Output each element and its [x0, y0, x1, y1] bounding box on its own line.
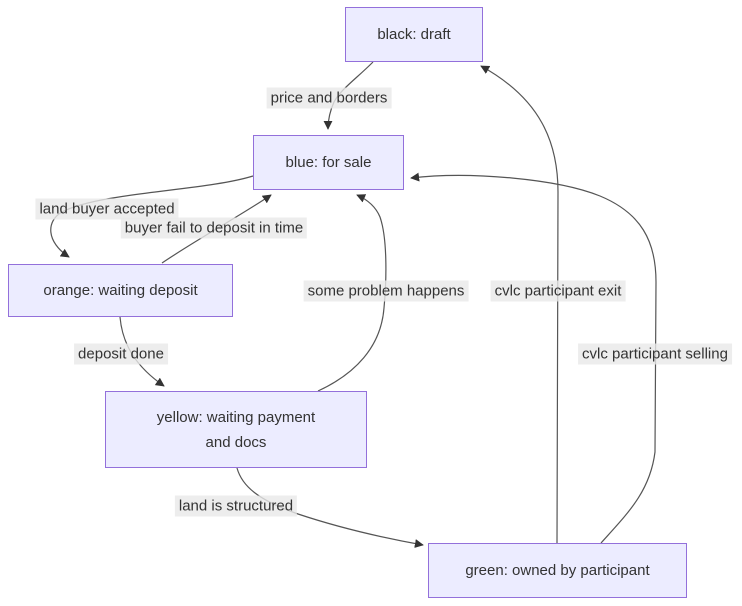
node-orange-waiting-deposit: orange: waiting deposit — [8, 264, 233, 317]
node-green-owned-by-participant-label: green: owned by participant — [465, 562, 650, 579]
node-yellow-waiting-payment-label-line2: and docs — [205, 433, 267, 451]
edge-label-land-is-structured: land is structured — [174, 495, 298, 517]
node-blue-for-sale-label: blue: for sale — [285, 154, 372, 171]
edge-label-price-and-borders: price and borders — [266, 87, 392, 109]
edge-waitingpayment-to-owned — [236, 467, 424, 548]
node-blue-for-sale: blue: for sale — [253, 135, 404, 190]
node-black-draft-label: black: draft — [377, 26, 451, 43]
edge-waitingpayment-to-forsale — [317, 194, 387, 392]
edge-label-cvlc-participant-exit: cvlc participant exit — [490, 280, 626, 302]
edge-owned-to-forsale — [410, 172, 657, 544]
node-orange-waiting-deposit-label: orange: waiting deposit — [43, 282, 198, 299]
node-yellow-waiting-payment: yellow: waiting payment and docs — [105, 391, 367, 468]
node-yellow-waiting-payment-label-line1: yellow: waiting payment — [156, 408, 316, 426]
edge-owned-to-draft — [480, 65, 559, 544]
edge-label-cvlc-participant-selling: cvlc participant selling — [578, 343, 732, 365]
node-black-draft: black: draft — [345, 7, 483, 62]
node-green-owned-by-participant: green: owned by participant — [428, 543, 687, 598]
edge-label-some-problem-happens: some problem happens — [303, 280, 469, 302]
edge-label-land-buyer-accepted: land buyer accepted — [35, 198, 179, 220]
edge-label-buyer-fail-to-deposit: buyer fail to deposit in time — [120, 217, 308, 239]
edge-label-deposit-done: deposit done — [74, 343, 168, 365]
